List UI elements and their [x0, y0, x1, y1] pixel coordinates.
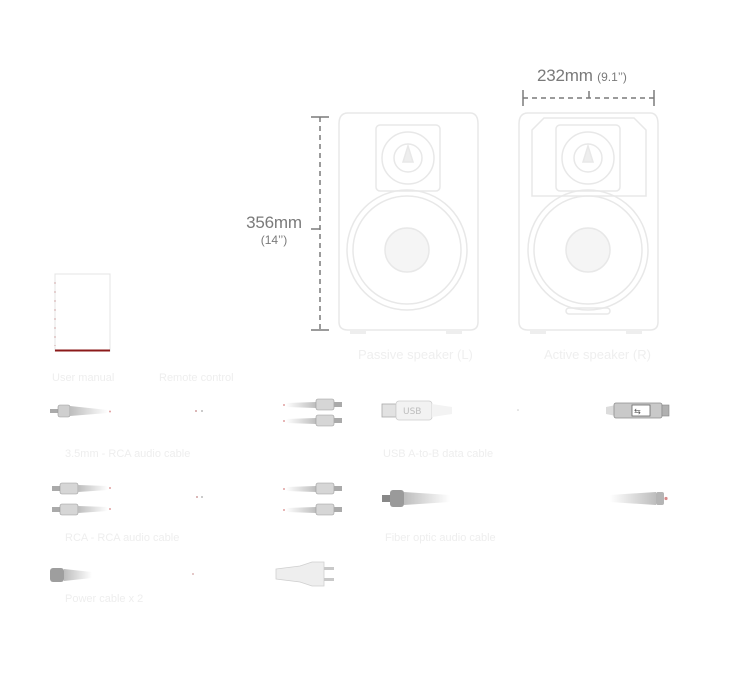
user-manual-label: User manual: [52, 372, 115, 384]
passive-speaker-label: Passive speaker (L): [358, 347, 473, 362]
width-dimension: 232mm (9.1’’): [537, 66, 627, 86]
width-value: 232mm: [537, 66, 593, 85]
cable-fiber-label: Fiber optic audio cable: [385, 532, 496, 544]
height-value: 356mm: [246, 213, 302, 232]
active-speaker-label: Active speaker (R): [544, 347, 651, 362]
cable-usb-label: USB A-to-B data cable: [383, 448, 494, 460]
height-dimension: 356mm (14’’): [244, 213, 304, 247]
power-cable-label: Power cable x 2: [65, 593, 144, 605]
width-inches: (9.1’’): [597, 70, 627, 84]
cable-35mm-rca-label: 3.5mm - RCA audio cable: [65, 448, 191, 460]
svg-text:⇆: ⇆: [634, 407, 641, 416]
svg-text:USB: USB: [403, 407, 421, 417]
cable-rca-rca-label: RCA - RCA audio cable: [65, 532, 180, 544]
height-inches: (14’’): [260, 233, 288, 247]
remote-control-label: Remote control: [159, 372, 234, 384]
